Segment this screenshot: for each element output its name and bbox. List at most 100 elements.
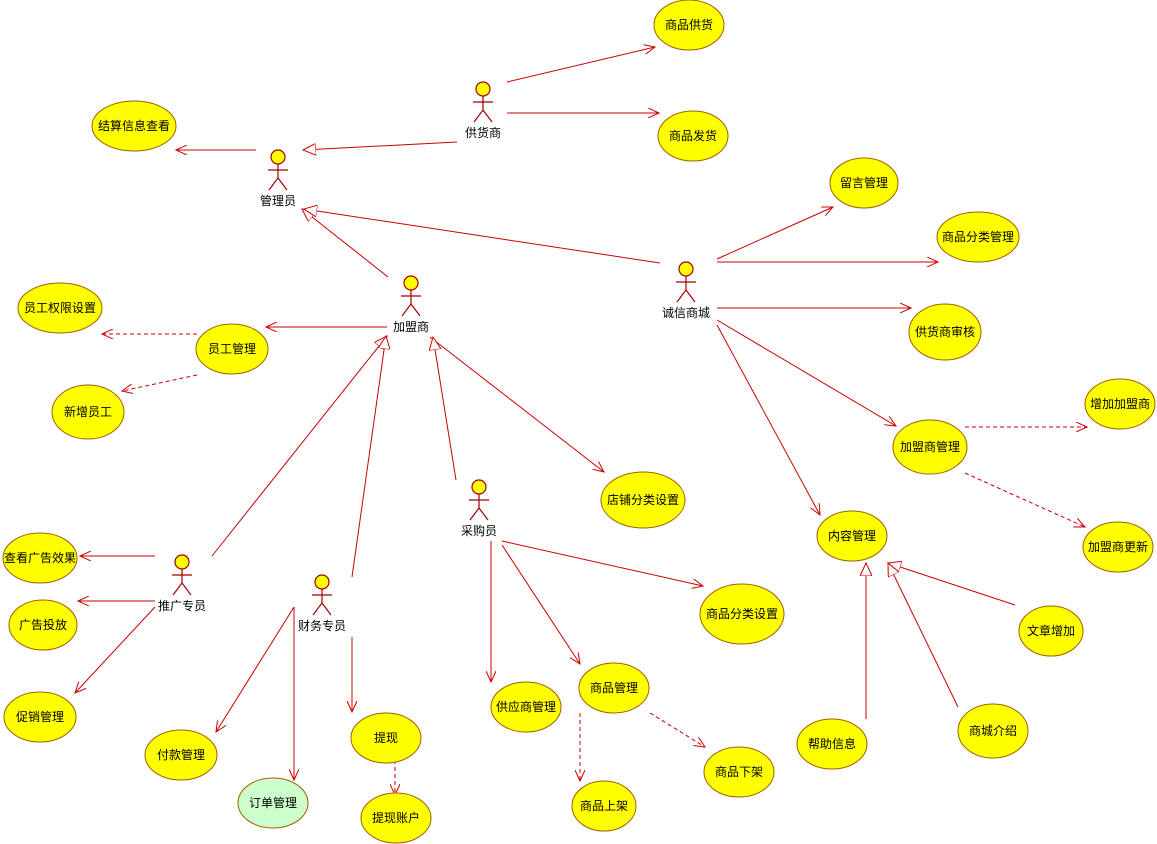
actor-franchisee[interactable]: 加盟商 <box>393 275 429 334</box>
use-case-content[interactable]: 内容管理 <box>816 510 888 562</box>
actor-right-leg <box>478 507 489 521</box>
mall-admin-generalization <box>304 209 661 264</box>
use-case-ellipse <box>1082 521 1154 573</box>
franchisee-shopcat-edge <box>429 336 604 472</box>
promoter-franchisee-generalization <box>211 336 387 557</box>
use-case-supply[interactable]: 商品供货 <box>653 0 725 51</box>
use-case-addfr[interactable]: 增加加盟商 <box>1084 378 1156 430</box>
use-case-shopcat[interactable]: 店铺分类设置 <box>600 471 686 529</box>
use-case-label: 留言管理 <box>840 175 888 190</box>
use-case-ellipse <box>816 510 888 562</box>
use-case-withacct[interactable]: 提现账户 <box>360 792 432 844</box>
use-case-ellipse <box>957 703 1029 759</box>
actor-finance[interactable]: 财务专员 <box>298 574 346 633</box>
use-case-withdraw[interactable]: 提现 <box>350 712 422 764</box>
actor-head-icon <box>678 261 694 277</box>
use-case-label: 员工管理 <box>208 341 256 356</box>
use-case-ellipse <box>1084 378 1156 430</box>
use-case-frmgr[interactable]: 加盟商管理 <box>892 419 968 475</box>
use-case-label: 提现 <box>374 730 398 745</box>
use-case-ship[interactable]: 商品发货 <box>657 110 729 162</box>
use-case-promo[interactable]: 促销管理 <box>3 691 77 743</box>
use-case-message[interactable]: 留言管理 <box>829 157 899 209</box>
use-case-ellipse <box>237 777 309 829</box>
buyer-goodsmgr-edge <box>501 544 580 664</box>
use-case-ellipse <box>571 780 637 832</box>
use-case-label: 商品管理 <box>590 680 638 695</box>
actor-head-icon <box>475 81 491 97</box>
use-case-article[interactable]: 文章增加 <box>1018 605 1084 657</box>
use-case-ellipse <box>657 110 729 162</box>
use-case-settle[interactable]: 结算信息查看 <box>91 100 177 152</box>
mall-content-edge <box>716 324 820 515</box>
buyer-franchisee-generalization <box>433 337 457 481</box>
actor-left-leg <box>172 582 183 596</box>
use-case-ellipse <box>653 0 725 51</box>
use-case-ellipse <box>195 323 269 375</box>
use-case-ellipse <box>490 681 562 733</box>
supplier-supply-edge <box>506 47 655 83</box>
use-case-ellipse <box>600 471 686 529</box>
use-case-ellipse <box>908 303 982 361</box>
use-case-label: 提现账户 <box>372 810 420 825</box>
use-case-offshelf[interactable]: 商品下架 <box>703 746 775 798</box>
actor-mall[interactable]: 诚信商城 <box>662 261 710 320</box>
actor-head-icon <box>174 554 190 570</box>
actor-head-icon <box>471 479 487 495</box>
goodsmgr-offshelf-edge <box>649 712 705 747</box>
use-case-adput[interactable]: 广告投放 <box>8 599 78 651</box>
use-case-label: 加盟商管理 <box>900 439 960 454</box>
use-case-label: 订单管理 <box>249 795 297 810</box>
actor-promoter[interactable]: 推广专员 <box>158 554 206 613</box>
use-case-catmgr[interactable]: 商品分类管理 <box>936 211 1020 263</box>
use-case-label: 供货商审核 <box>915 324 975 339</box>
use-case-label: 广告投放 <box>19 617 67 632</box>
use-case-label: 商品发货 <box>669 128 717 143</box>
use-case-newstaff[interactable]: 新增员工 <box>51 384 125 440</box>
use-case-label: 商品分类设置 <box>706 606 778 621</box>
use-case-pay[interactable]: 付款管理 <box>144 729 218 781</box>
use-case-label: 新增员工 <box>64 404 112 419</box>
article-content-generalization <box>888 563 1016 606</box>
actor-label: 采购员 <box>461 523 497 538</box>
use-case-frupd[interactable]: 加盟商更新 <box>1082 521 1154 573</box>
use-case-label: 店铺分类设置 <box>607 493 679 507</box>
actor-buyer[interactable]: 采购员 <box>461 479 497 538</box>
use-case-label: 商品上架 <box>580 798 628 813</box>
use-case-onshelf[interactable]: 商品上架 <box>571 780 637 832</box>
actor-left-leg <box>268 177 279 191</box>
franchisee-admin-generalization <box>302 209 389 278</box>
use-case-ellipse <box>699 583 785 645</box>
use-case-label: 内容管理 <box>828 528 876 543</box>
use-case-staff[interactable]: 员工管理 <box>195 323 269 375</box>
actor-right-leg <box>685 289 696 303</box>
use-case-goodscat[interactable]: 商品分类设置 <box>699 583 785 645</box>
use-case-help[interactable]: 帮助信息 <box>796 718 868 770</box>
use-case-perm[interactable]: 员工权限设置 <box>17 282 103 334</box>
use-case-ellipse <box>3 691 77 743</box>
use-case-ellipse <box>360 792 432 844</box>
use-case-vendor[interactable]: 供应商管理 <box>490 681 562 733</box>
use-case-label: 商品下架 <box>715 764 763 779</box>
use-case-mallintro[interactable]: 商城介绍 <box>957 703 1029 759</box>
actor-supplier[interactable]: 供货商 <box>465 81 501 140</box>
actor-label: 诚信商城 <box>662 305 710 320</box>
use-case-goodsmgr[interactable]: 商品管理 <box>578 662 650 714</box>
use-case-supaudit[interactable]: 供货商审核 <box>908 303 982 361</box>
use-case-order[interactable]: 订单管理 <box>237 777 309 829</box>
use-case-adeffect[interactable]: 查看广告效果 <box>2 532 78 584</box>
use-case-label: 查看广告效果 <box>4 550 76 565</box>
diagram-edges <box>75 47 1087 795</box>
use-case-ellipse <box>8 599 78 651</box>
use-case-label: 加盟商更新 <box>1088 539 1148 554</box>
actor-admin[interactable]: 管理员 <box>260 149 296 208</box>
actor-right-leg <box>410 303 421 317</box>
staff-newstaff-edge <box>122 374 198 391</box>
use-case-label: 商品供货 <box>665 17 713 32</box>
use-case-label: 结算信息查看 <box>98 118 170 133</box>
use-case-ellipse <box>703 746 775 798</box>
actor-right-leg <box>277 177 288 191</box>
